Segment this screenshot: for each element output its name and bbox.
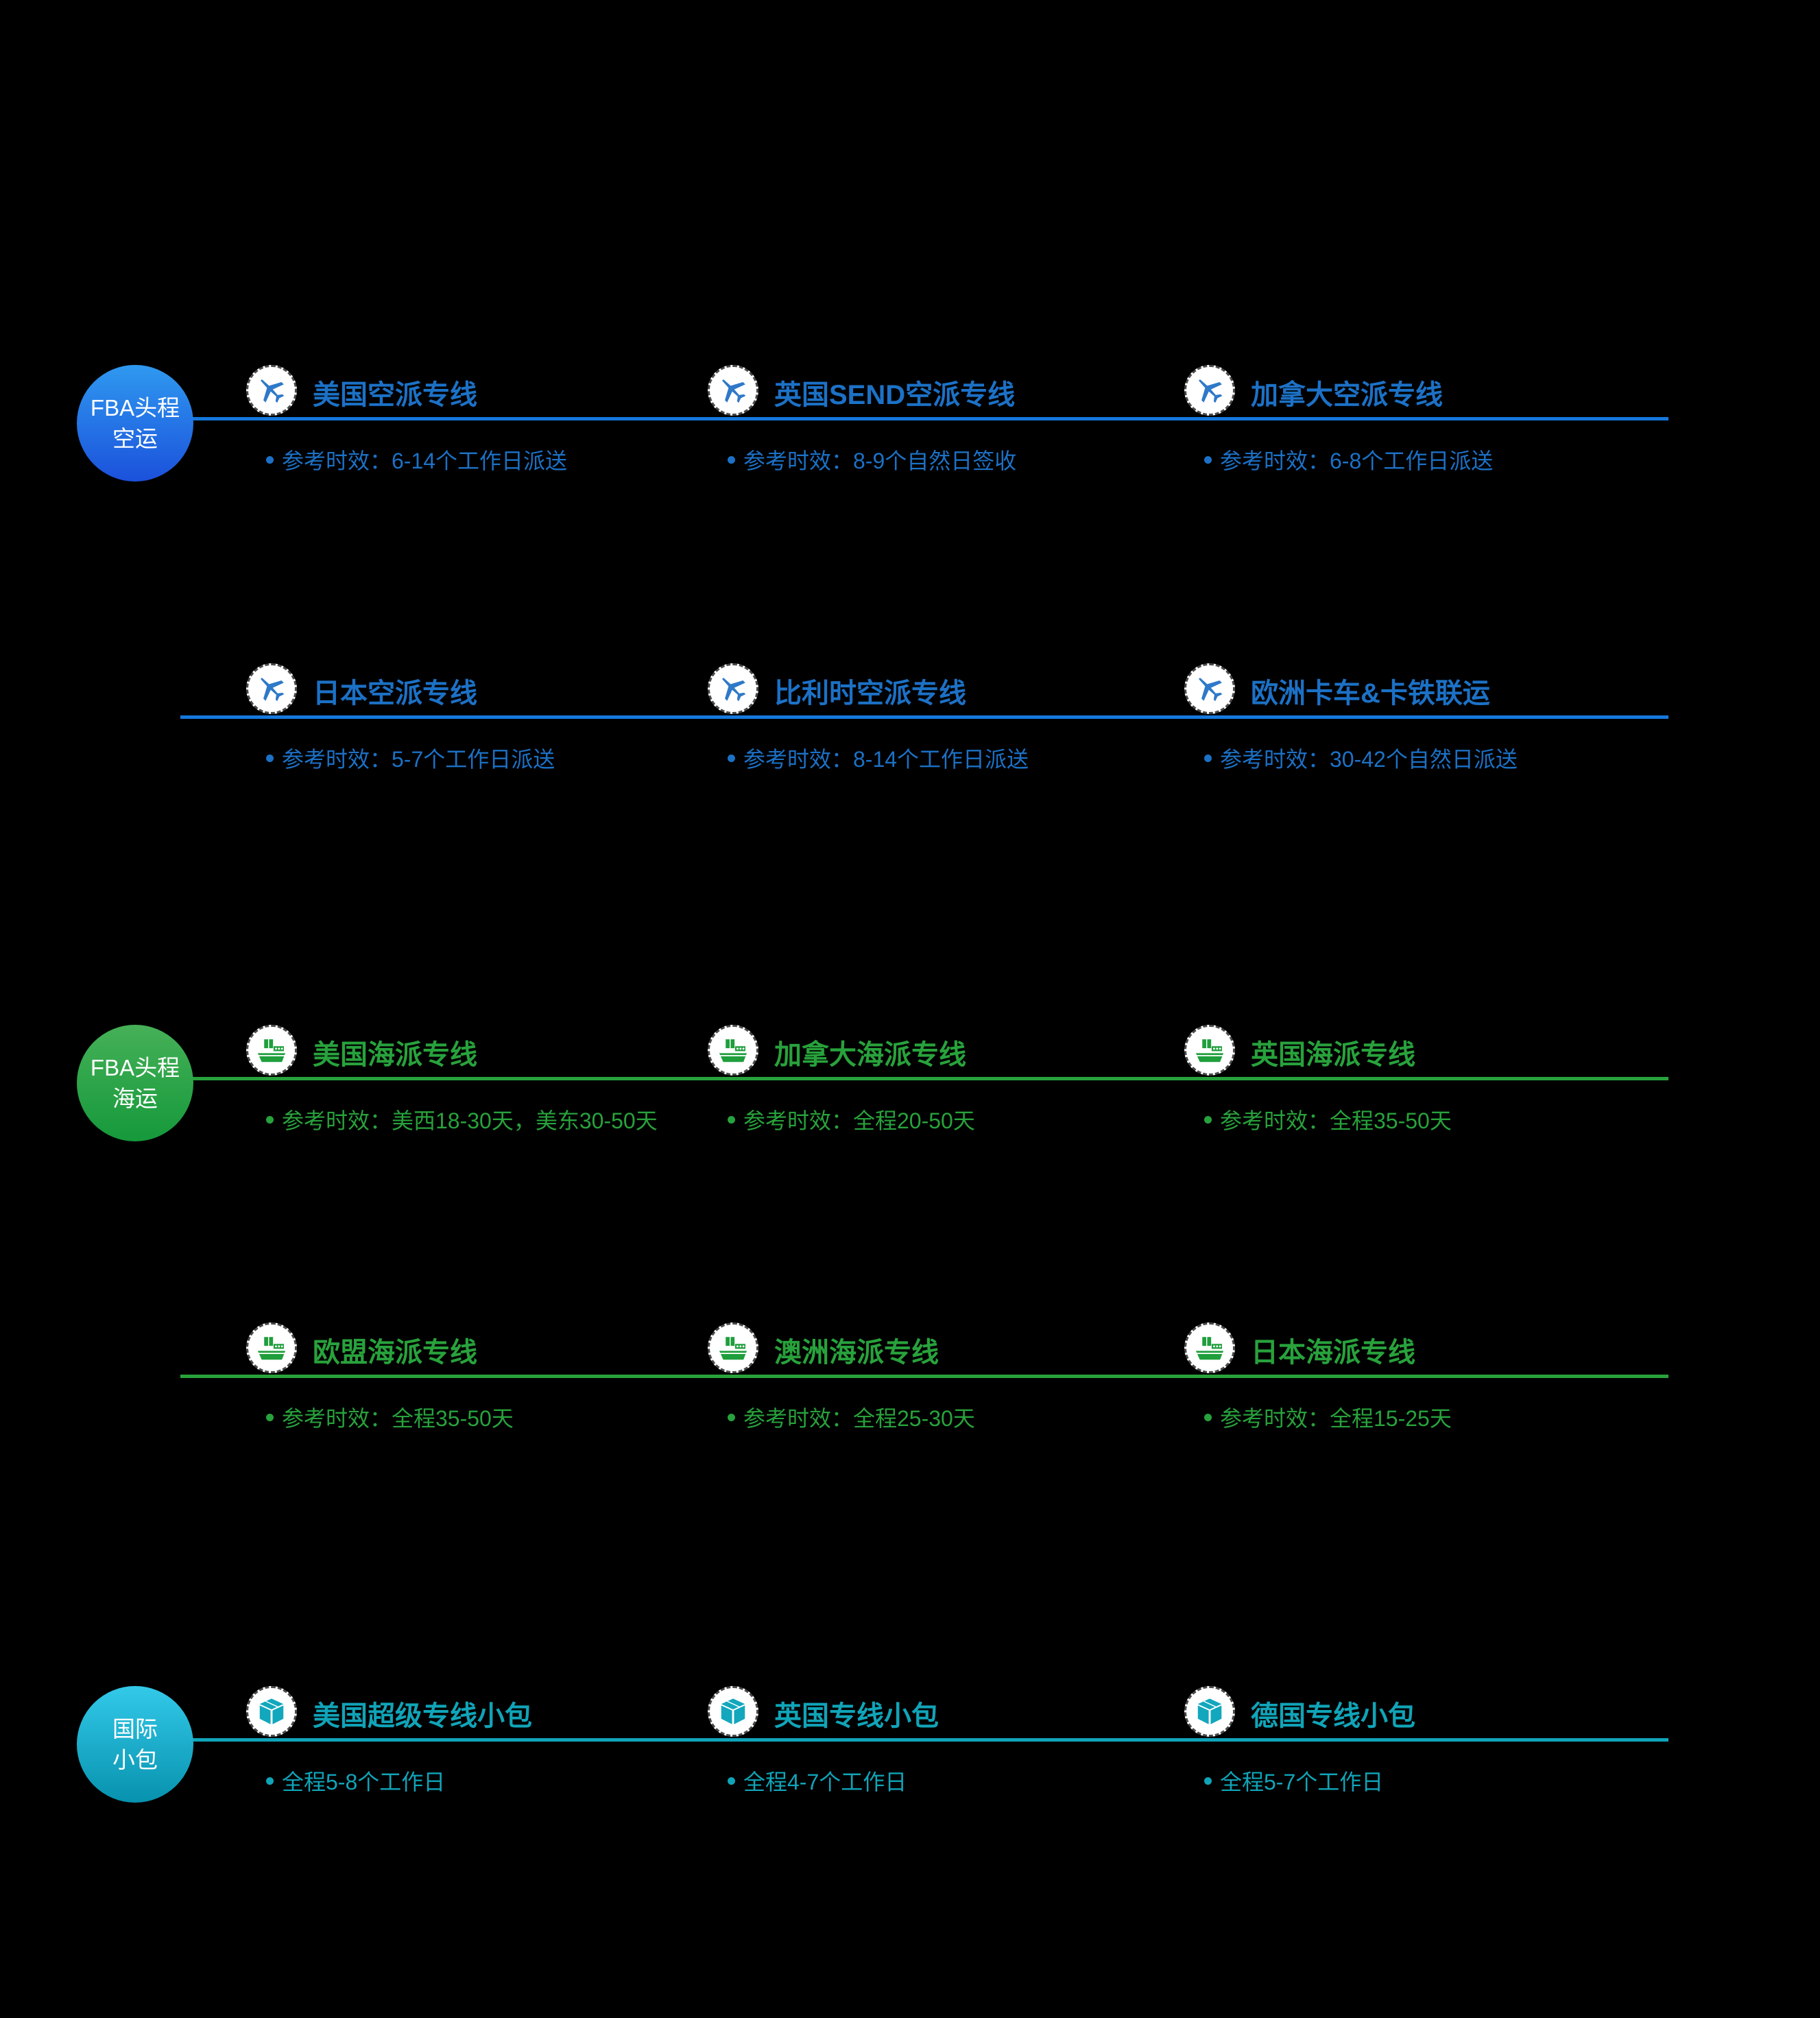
service-title[interactable]: 美国海派专线 (313, 1040, 477, 1070)
bullet-dot (1204, 754, 1212, 762)
service-time: 全程5-7个工作日 (1204, 1765, 1383, 1796)
bullet-dot (728, 1777, 735, 1785)
bullet-dot (1204, 1115, 1212, 1124)
plane-icon (246, 365, 297, 416)
bullet-dot (1204, 1777, 1212, 1785)
bullet-dot (266, 1777, 274, 1785)
bullet-dot (266, 1115, 274, 1124)
service-time-text: 参考时效：全程25-30天 (743, 1406, 975, 1431)
service-title[interactable]: 欧盟海派专线 (313, 1338, 477, 1368)
service-title[interactable]: 加拿大空派专线 (1251, 380, 1443, 410)
plane-icon (1184, 663, 1235, 714)
service-title[interactable]: 加拿大海派专线 (774, 1040, 966, 1070)
service-title[interactable]: 比利时空派专线 (774, 678, 966, 709)
service-time: 参考时效：5-7个工作日派送 (266, 742, 555, 774)
service-time: 参考时效：6-8个工作日派送 (1204, 444, 1493, 475)
bullet-dot (728, 1413, 735, 1421)
service-time-text: 参考时效：美西18-30天，美东30-50天 (282, 1108, 658, 1133)
bullet-dot (728, 754, 735, 762)
service-title[interactable]: 日本空派专线 (313, 678, 477, 709)
service-time-text: 全程5-8个工作日 (282, 1770, 446, 1794)
service-time-text: 参考时效：8-9个自然日签收 (743, 449, 1017, 473)
row-line (180, 1375, 1668, 1378)
service-time: 参考时效：全程15-25天 (1204, 1401, 1452, 1433)
service-time: 参考时效：30-42个自然日派送 (1204, 742, 1518, 774)
service-title[interactable]: 澳洲海派专线 (774, 1338, 939, 1368)
service-time-text: 全程5-7个工作日 (1220, 1770, 1384, 1794)
service-time: 全程4-7个工作日 (728, 1765, 907, 1796)
ship-icon (1184, 1025, 1235, 1076)
ship-icon (1184, 1322, 1235, 1373)
service-time-text: 参考时效：30-42个自然日派送 (1220, 747, 1518, 772)
bullet-dot (1204, 455, 1212, 464)
service-time-text: 参考时效：6-8个工作日派送 (1220, 449, 1494, 473)
service-time-text: 全程4-7个工作日 (743, 1770, 907, 1794)
service-time: 参考时效：6-14个工作日派送 (266, 444, 567, 475)
bullet-dot (266, 1413, 274, 1421)
badge-label: 海运 (112, 1086, 158, 1111)
ship-icon (246, 1322, 297, 1373)
row-line (180, 715, 1668, 719)
service-title[interactable]: 英国专线小包 (774, 1701, 939, 1731)
service-time: 全程5-8个工作日 (266, 1765, 445, 1796)
plane-icon (246, 663, 297, 714)
ship-icon (246, 1025, 297, 1076)
plane-icon (708, 663, 758, 714)
row-line (180, 1738, 1668, 1742)
bullet-dot (728, 455, 735, 464)
service-time-text: 参考时效：8-14个工作日派送 (743, 747, 1029, 772)
service-title[interactable]: 美国超级专线小包 (313, 1701, 532, 1731)
service-time-text: 参考时效：全程15-25天 (1220, 1406, 1452, 1431)
badge-fba-sea: FBA头程海运 (77, 1025, 193, 1141)
ship-icon (708, 1025, 758, 1076)
package-icon (246, 1686, 297, 1737)
service-title[interactable]: 英国海派专线 (1251, 1040, 1415, 1070)
service-time: 参考时效：美西18-30天，美东30-50天 (266, 1104, 658, 1135)
service-time-text: 参考时效：5-7个工作日派送 (282, 747, 555, 772)
service-time-text: 参考时效：全程20-50天 (743, 1108, 975, 1133)
plane-icon (1184, 365, 1235, 416)
badge-label: 空运 (112, 426, 158, 451)
service-time: 参考时效：8-14个工作日派送 (728, 742, 1029, 774)
bullet-dot (1204, 1413, 1212, 1421)
service-title[interactable]: 美国空派专线 (313, 380, 477, 410)
badge-label: 国际 (112, 1716, 158, 1742)
service-time: 参考时效：全程20-50天 (728, 1104, 975, 1135)
service-title[interactable]: 欧洲卡车&卡铁联运 (1251, 678, 1490, 709)
service-time-text: 参考时效：全程35-50天 (282, 1406, 514, 1431)
service-time: 参考时效：全程35-50天 (1204, 1104, 1452, 1135)
service-time: 参考时效：全程35-50天 (266, 1401, 514, 1433)
row-line (180, 417, 1668, 420)
bullet-dot (266, 455, 274, 464)
badge-intl-packet: 国际小包 (77, 1686, 193, 1803)
badge-fba-air: FBA头程空运 (77, 365, 193, 482)
bullet-dot (266, 754, 274, 762)
service-time-text: 参考时效：全程35-50天 (1220, 1108, 1452, 1133)
package-icon (1184, 1686, 1235, 1737)
service-time: 参考时效：全程25-30天 (728, 1401, 975, 1433)
service-title[interactable]: 德国专线小包 (1251, 1701, 1415, 1731)
service-time-text: 参考时效：6-14个工作日派送 (282, 449, 568, 473)
badge-label: FBA头程 (90, 1055, 180, 1080)
plane-icon (708, 365, 758, 416)
service-time: 参考时效：8-9个自然日签收 (728, 444, 1016, 475)
row-line (180, 1077, 1668, 1080)
service-title[interactable]: 英国SEND空派专线 (774, 380, 1016, 410)
badge-label: FBA头程 (90, 395, 180, 420)
bullet-dot (728, 1115, 735, 1124)
ship-icon (708, 1322, 758, 1373)
badge-label: 小包 (112, 1747, 158, 1772)
package-icon (708, 1686, 758, 1737)
service-title[interactable]: 日本海派专线 (1251, 1338, 1415, 1368)
